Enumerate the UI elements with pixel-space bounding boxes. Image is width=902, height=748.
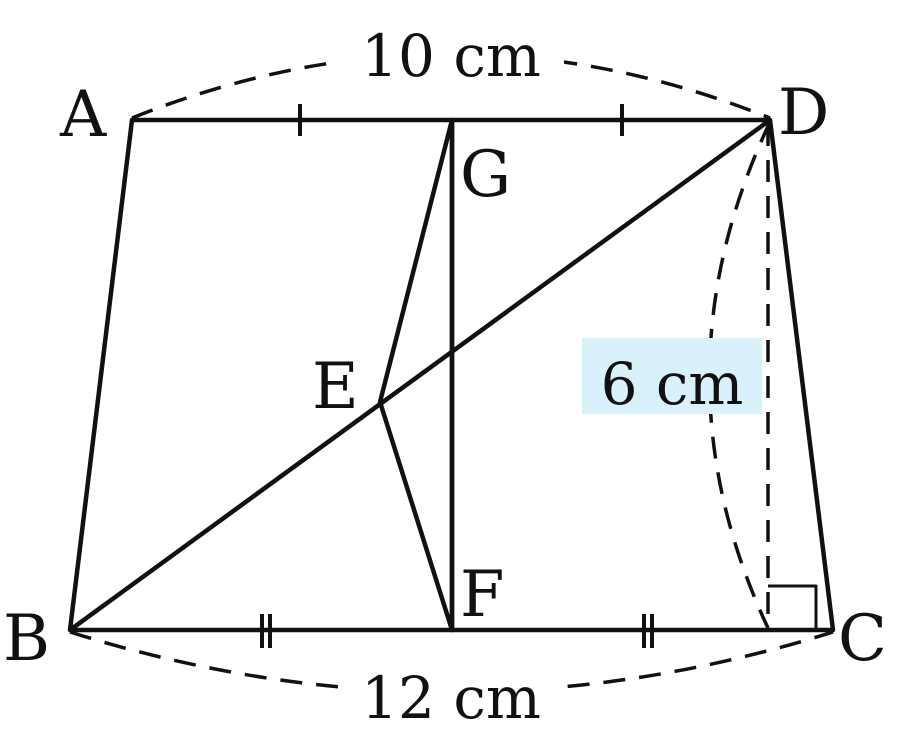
height-dimension-bg (582, 338, 762, 414)
label-d: D (778, 76, 829, 150)
label-c: C (838, 602, 887, 676)
bottom-dimension-label: 12 cm (361, 664, 541, 732)
label-g: G (460, 138, 511, 212)
triangle-efg (377, 117, 455, 633)
right-angle-mark (768, 584, 818, 630)
height-dimension-label: 6 cm (601, 350, 744, 418)
bottom-dimension-arc (69, 630, 834, 694)
label-b: B (3, 602, 50, 676)
trapezoid-abcd (67, 117, 836, 633)
top-dimension-bg (338, 14, 564, 86)
label-e: E (312, 350, 359, 424)
top-dimension-label: 10 cm (361, 22, 541, 90)
label-f: F (460, 558, 504, 632)
label-a: A (59, 78, 107, 152)
diagonal-bd (68, 118, 772, 632)
bottom-dimension-bg (338, 660, 564, 740)
